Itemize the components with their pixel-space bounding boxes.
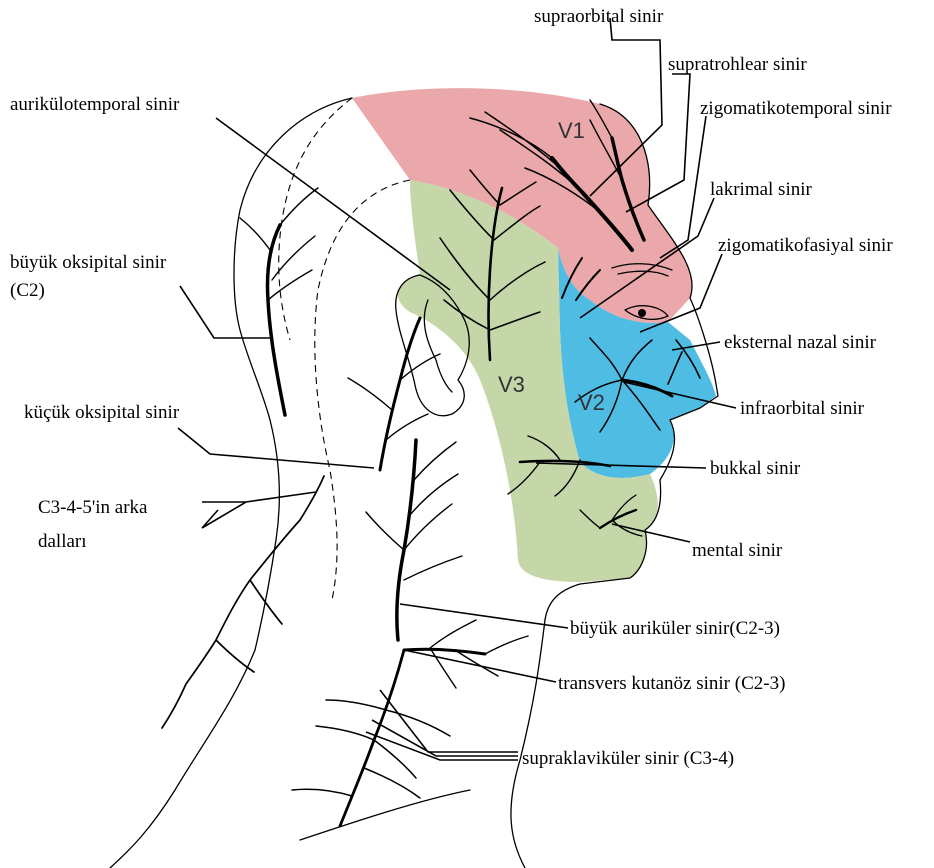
label-greater-occipital-1: büyük oksipital sinir [10, 252, 167, 273]
boundary-c2 [315, 180, 410, 600]
leader-greater-occipital [180, 286, 272, 338]
neck-front [511, 620, 545, 868]
greater-occipital-nerve [240, 188, 318, 415]
region-label-v2: V2 [578, 390, 605, 415]
label-posterior-rami-2: dalları [38, 531, 87, 552]
lesser-occipital-nerve [348, 318, 440, 470]
label-supratrochlear: supratrohlear sinir [668, 54, 807, 75]
label-auriculotemporal: aurikülotemporal sinir [10, 94, 180, 115]
label-external-nasal: eksternal nazal sinir [724, 332, 877, 353]
region-label-v1: V1 [558, 118, 585, 143]
neck-back [110, 650, 255, 868]
label-greater-occipital-2: (C2) [10, 280, 45, 301]
label-transverse-cutaneous: transvers kutanöz sinir (C2-3) [558, 673, 785, 694]
posterior-rami [162, 476, 324, 728]
head-outline [234, 98, 352, 650]
boundary-posterior [279, 98, 352, 340]
label-mental: mental sinir [692, 540, 783, 561]
label-zygomaticotemporal: zigomatikotemporal sinir [700, 98, 892, 119]
supraclavicular-nerves [292, 650, 450, 826]
leader-supraclavicular [366, 690, 518, 760]
label-infraorbital: infraorbital sinir [740, 398, 865, 419]
leader-transverse-cutaneous [404, 650, 556, 682]
shoulder-line [300, 790, 470, 840]
label-lesser-occipital: küçük oksipital sinir [24, 402, 180, 423]
label-supraorbital: supraorbital sinir [534, 6, 664, 27]
leader-great-auricular [400, 604, 568, 628]
label-supraclavicular: supraklaviküler sinir (C3-4) [522, 748, 734, 769]
label-zygomaticofacial: zigomatikofasiyal sinir [718, 235, 893, 256]
region-label-v3: V3 [498, 372, 525, 397]
label-great-auricular: büyük auriküler sinir(C2-3) [570, 618, 780, 639]
label-lacrimal: lakrimal sinir [710, 179, 813, 200]
label-buccal: bukkal sinir [710, 458, 801, 479]
label-posterior-rami-1: C3-4-5'in arka [38, 497, 148, 518]
leader-posterior-rami [202, 492, 316, 528]
